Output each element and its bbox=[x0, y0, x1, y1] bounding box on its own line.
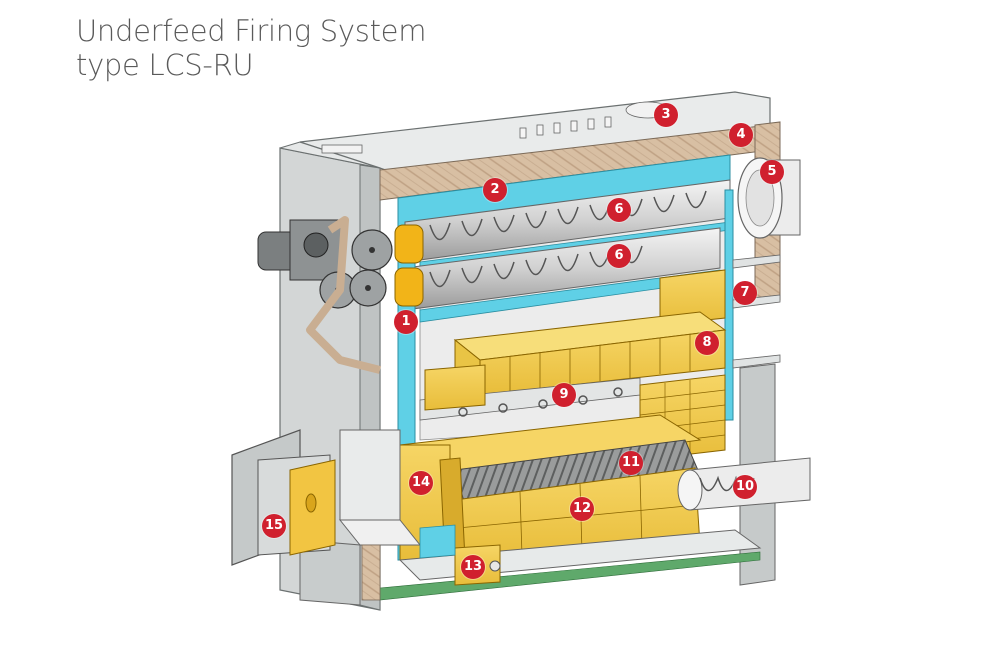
right-water-jacket bbox=[724, 189, 734, 421]
callout-marker-11: 11 bbox=[619, 451, 643, 475]
title-line-2: type LCS-RU bbox=[76, 48, 254, 82]
callout-marker-14: 14 bbox=[409, 471, 433, 495]
callout-marker-15: 15 bbox=[262, 514, 286, 538]
lower-water-jacket bbox=[419, 524, 456, 559]
callout-marker-12: 12 bbox=[570, 497, 594, 521]
title-line-1: Underfeed Firing System bbox=[76, 14, 427, 48]
callout-marker-13: 13 bbox=[461, 555, 485, 579]
callout-marker-4: 4 bbox=[729, 123, 753, 147]
callout-marker-10: 10 bbox=[733, 475, 757, 499]
air-nozzles bbox=[458, 387, 623, 417]
callout-marker-8: 8 bbox=[695, 331, 719, 355]
callout-marker-3: 3 bbox=[654, 103, 678, 127]
diagram-title: Underfeed Firing System type LCS-RU bbox=[76, 14, 426, 82]
callout-marker-5: 5 bbox=[760, 160, 784, 184]
drive-assembly bbox=[257, 219, 424, 309]
fuel-inlet-pipe bbox=[737, 157, 801, 239]
left-panel-insulation-strip bbox=[306, 216, 381, 374]
callout-marker-2: 2 bbox=[483, 178, 507, 202]
callout-marker-9: 9 bbox=[552, 383, 576, 407]
callout-marker-6-upper: 6 bbox=[607, 198, 631, 222]
callout-marker-1: 1 bbox=[394, 310, 418, 334]
callout-marker-6-lower: 6 bbox=[607, 244, 631, 268]
lower-front-casing bbox=[299, 429, 422, 606]
callout-marker-7: 7 bbox=[733, 281, 757, 305]
refractory-block-7 bbox=[659, 269, 726, 326]
left-brick-stack bbox=[424, 364, 486, 411]
ignition-nozzle bbox=[489, 560, 501, 572]
